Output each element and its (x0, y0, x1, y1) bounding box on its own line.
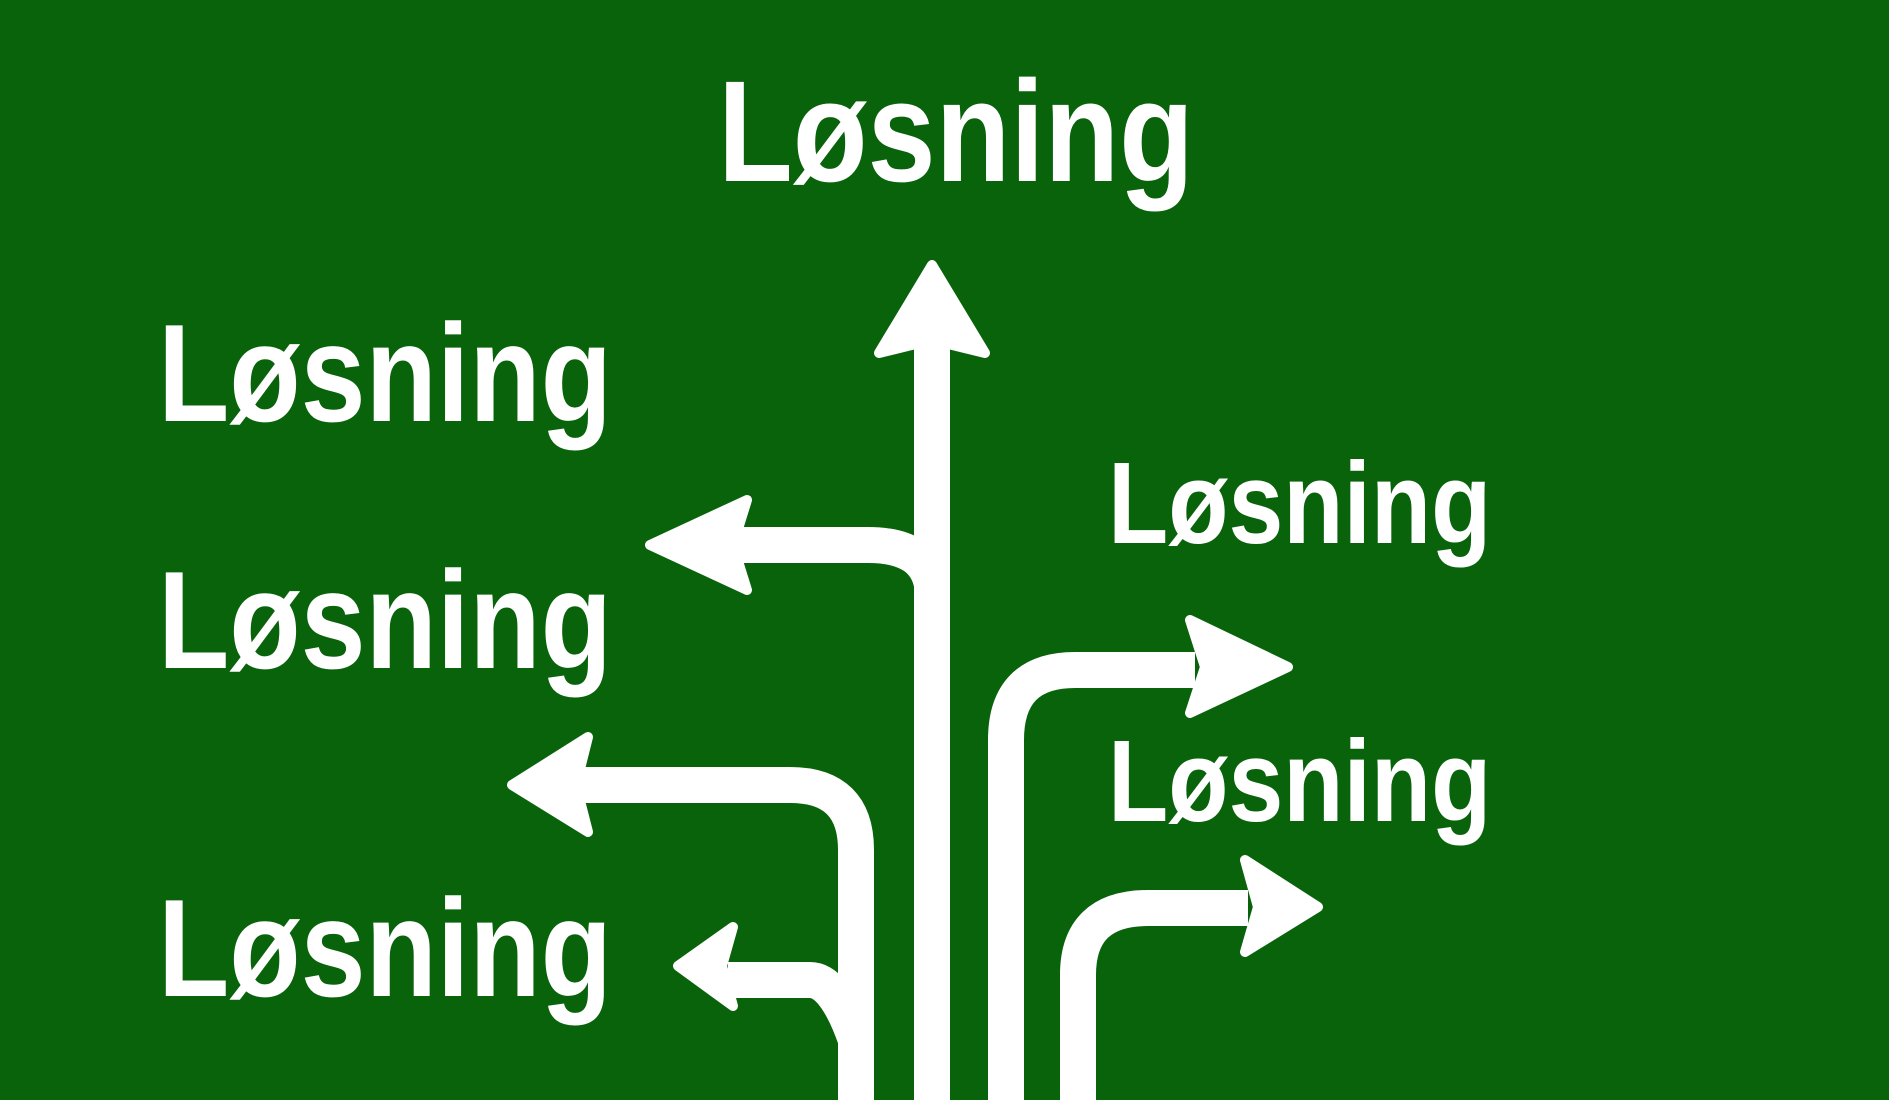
arrow-left-middle-head (507, 732, 593, 837)
arrow-right-upper-stem (988, 652, 1195, 1100)
arrow-left-lower-head (673, 922, 738, 1011)
arrow-up-head (874, 260, 990, 358)
arrow-right-lower-stem (1060, 890, 1248, 1100)
arrow-left-upper-head (645, 495, 752, 595)
sign-label-left-3: Løsning (158, 871, 612, 1026)
arrow-left-upper-stem (735, 527, 950, 603)
arrow-right-upper-head (1185, 615, 1293, 718)
sign-label-left-2: Løsning (158, 543, 612, 698)
sign-label-left-1: Løsning (158, 296, 612, 451)
arrow-right-lower-head (1240, 855, 1323, 957)
arrow-left-lower-stem (728, 962, 873, 1047)
arrow-left-middle-stem (575, 767, 874, 1100)
sign-label-right-1: Løsning (1108, 438, 1492, 568)
sign-label-top: Løsning (718, 51, 1194, 212)
sign-label-right-2: Løsning (1108, 716, 1492, 846)
